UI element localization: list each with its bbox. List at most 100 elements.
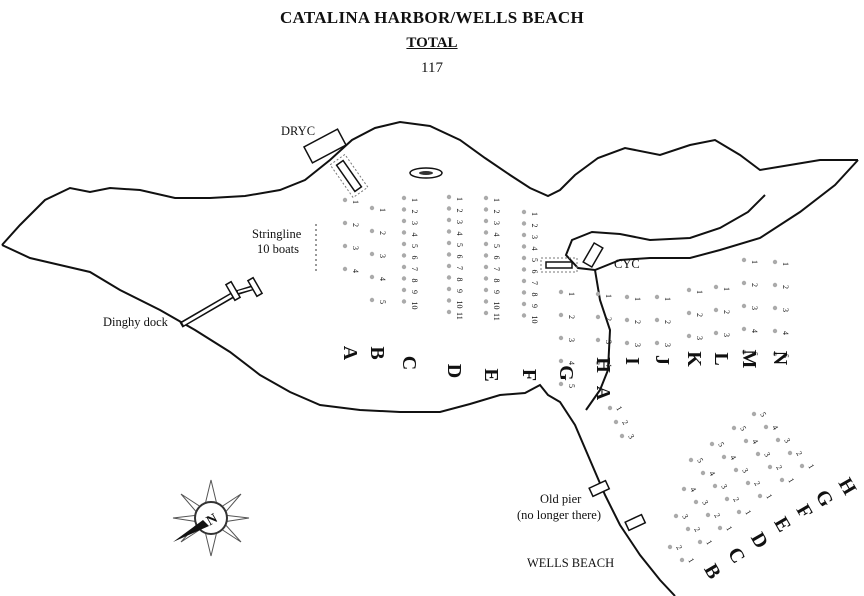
mooring-number: 9 xyxy=(492,290,501,294)
mooring-number: 3 xyxy=(604,340,613,344)
mooring-buoy xyxy=(483,287,489,293)
mooring-buoy xyxy=(521,221,527,226)
mooring-buoy xyxy=(401,218,407,224)
mooring-number: 1 xyxy=(806,463,816,471)
mooring-number: 7 xyxy=(530,281,539,285)
mooring-number: 1 xyxy=(633,297,642,301)
mooring-number: 4 xyxy=(688,486,698,494)
mooring-buoy xyxy=(483,195,489,201)
mooring-buoy xyxy=(446,252,452,257)
mooring-buoy xyxy=(741,280,747,286)
mooring-buoy xyxy=(713,284,719,290)
mooring-number: 3 xyxy=(626,433,636,441)
mooring-number: 4 xyxy=(707,470,717,478)
mooring-number: 4 xyxy=(728,454,738,462)
harbor-row-letter: F xyxy=(518,369,540,381)
label-stringline: Stringline xyxy=(252,227,302,241)
compass-north-arrow xyxy=(173,520,209,542)
mooring-buoy xyxy=(755,451,761,457)
mooring-buoy xyxy=(401,264,407,270)
mooring-number: 4 xyxy=(770,424,780,432)
mooring-buoy xyxy=(446,263,452,269)
mooring-number: 2 xyxy=(530,224,539,228)
mooring-number: 4 xyxy=(455,232,464,236)
mooring-number: 3 xyxy=(455,220,464,224)
mooring-number: 3 xyxy=(680,513,690,521)
mooring-number: 4 xyxy=(781,331,790,335)
mooring-buoy xyxy=(401,241,407,247)
mooring-number: 5 xyxy=(410,244,419,248)
mooring-buoy xyxy=(767,464,773,470)
mooring-buoy xyxy=(521,290,527,295)
mooring-buoy xyxy=(558,289,564,295)
mooring-number: 5 xyxy=(758,411,768,419)
cyc-building xyxy=(582,241,604,269)
harbor-row-letter: I xyxy=(621,357,643,365)
mooring-number: 9 xyxy=(530,304,539,308)
mooring-buoy xyxy=(772,305,778,311)
label-old-pier-note: (no longer there) xyxy=(517,508,601,522)
mooring-number: 2 xyxy=(492,210,501,214)
beach-row-letter: E xyxy=(769,513,795,536)
mooring-number: 5 xyxy=(716,441,726,449)
mooring-number: 2 xyxy=(722,310,731,314)
mooring-buoy xyxy=(369,274,375,280)
mooring-buoy xyxy=(779,477,785,483)
cyc-dock xyxy=(545,261,573,269)
mooring-buoy xyxy=(401,207,407,212)
mooring-buoy xyxy=(757,493,763,499)
mooring-number: 1 xyxy=(530,212,539,216)
mooring-buoy xyxy=(700,470,706,476)
mooring-number: 2 xyxy=(794,450,804,458)
label-old-pier: Old pier xyxy=(540,492,582,506)
mooring-buoy xyxy=(446,275,452,280)
mooring-number: 1 xyxy=(663,297,672,301)
mooring-number: 1 xyxy=(686,557,696,565)
label-cyc: CYC xyxy=(614,257,640,271)
mooring-number: 3 xyxy=(695,336,704,340)
mooring-number: 6 xyxy=(492,256,501,260)
mooring-buoy xyxy=(713,307,719,313)
mooring-number: 1 xyxy=(786,477,796,485)
mooring-number: 2 xyxy=(774,464,784,472)
harbor-row-letter: M xyxy=(738,350,760,369)
mooring-number: 2 xyxy=(781,285,790,289)
mooring-buoy xyxy=(712,483,718,489)
mooring-number: 8 xyxy=(530,293,539,297)
mooring-buoy xyxy=(446,240,452,246)
shoreline-peninsula xyxy=(564,159,859,272)
mooring-buoy xyxy=(745,480,751,486)
mooring-number: 1 xyxy=(614,405,624,413)
mooring-buoy xyxy=(693,499,699,505)
mooring-number: 3 xyxy=(492,221,501,225)
mooring-buoy xyxy=(787,450,793,456)
mooring-buoy xyxy=(483,218,489,224)
mooring-number: 3 xyxy=(633,343,642,347)
moored-boat-cabin xyxy=(419,171,433,175)
mooring-number: 2 xyxy=(692,526,702,534)
mooring-buoy xyxy=(799,463,805,469)
mooring-buoy xyxy=(673,513,679,519)
mooring-buoy xyxy=(558,312,564,318)
old-pier-2 xyxy=(624,513,647,532)
mooring-number: 2 xyxy=(620,419,630,427)
mooring-number: 1 xyxy=(410,198,419,202)
mooring-number: 4 xyxy=(530,247,539,251)
mooring-number: 5 xyxy=(492,244,501,248)
mooring-buoy xyxy=(688,457,694,463)
harbor-row-letter: E xyxy=(480,368,502,381)
mooring-number: 1 xyxy=(750,260,759,264)
mooring-number: 3 xyxy=(663,343,672,347)
mooring-buoy xyxy=(654,317,660,323)
mooring-number: 9 xyxy=(410,290,419,294)
harbor-row-letter: L xyxy=(710,352,732,365)
mooring-buoy xyxy=(521,244,527,249)
mooring-number: 4 xyxy=(567,361,576,365)
harbor-row-letter: N xyxy=(769,351,791,366)
